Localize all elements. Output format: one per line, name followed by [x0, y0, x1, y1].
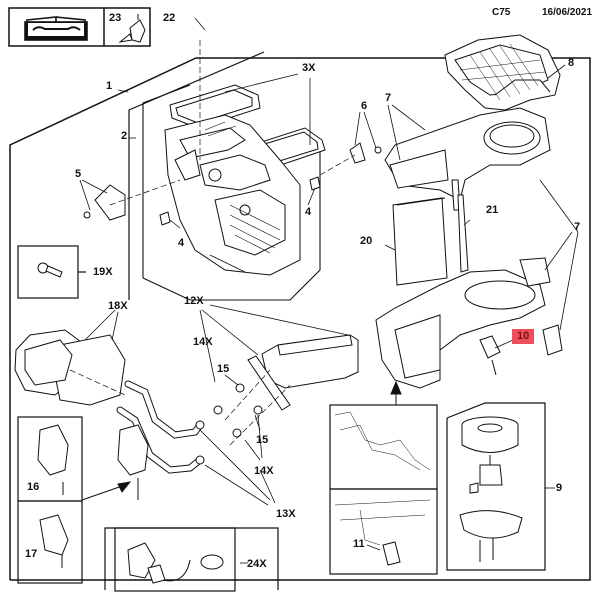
blower-cover: [444, 34, 561, 111]
callout-5[interactable]: 5: [75, 168, 82, 180]
diagram-date: 16/06/2021: [542, 7, 593, 18]
callout-8[interactable]: 8: [568, 57, 575, 69]
callout-14x-a[interactable]: 14X: [193, 336, 213, 348]
actuator-5: [94, 184, 126, 221]
callout-4b[interactable]: 4: [305, 206, 312, 218]
callout-16[interactable]: 16: [27, 481, 40, 493]
screw-19: [37, 262, 63, 278]
diagram-code: C75: [492, 7, 511, 18]
callout-20[interactable]: 20: [360, 235, 373, 247]
part-11: [382, 541, 401, 566]
callout-9[interactable]: 9: [556, 482, 563, 494]
hvac-housing: [164, 114, 301, 276]
callout-24x[interactable]: 24X: [247, 558, 267, 570]
callout-15a[interactable]: 15: [217, 363, 230, 375]
callout-7a[interactable]: 7: [385, 92, 392, 104]
pipe-seal: [14, 329, 126, 406]
callout-14x-b[interactable]: 14X: [254, 465, 274, 477]
actuator-6: [349, 142, 366, 164]
callout-19x[interactable]: 19X: [93, 266, 113, 278]
harness-kit: [127, 542, 224, 584]
callout-1[interactable]: 1: [106, 80, 113, 92]
callout-7b[interactable]: 7: [574, 221, 581, 233]
callout-3x[interactable]: 3X: [302, 62, 316, 74]
assembly-frame: [9, 57, 591, 581]
callout-21[interactable]: 21: [486, 204, 499, 216]
callout-6[interactable]: 6: [361, 100, 368, 112]
blower-motor: [459, 416, 523, 562]
callout-13x[interactable]: 13X: [276, 508, 296, 520]
blower-resistor: [479, 335, 501, 376]
callout-15b[interactable]: 15: [256, 434, 269, 446]
sealant-tube-icon: [118, 14, 146, 43]
filter-housing: [384, 107, 551, 211]
callout-11[interactable]: 11: [353, 538, 365, 550]
lower-housing: [375, 257, 563, 389]
book-wrench-icon: [24, 16, 88, 41]
cabin-filter: [392, 197, 448, 286]
filter-seal: [457, 194, 469, 273]
callout-12x[interactable]: 12X: [184, 295, 204, 307]
callout-2[interactable]: 2: [121, 130, 128, 142]
callout-4a[interactable]: 4: [178, 237, 185, 249]
legend-box: [8, 7, 151, 47]
callout-22[interactable]: 22: [163, 12, 176, 24]
callout-18x[interactable]: 18X: [108, 300, 128, 312]
callout-10-highlighted[interactable]: 10: [512, 329, 535, 344]
heater-core: [247, 334, 359, 411]
callout-17[interactable]: 17: [25, 548, 38, 560]
callout-23[interactable]: 23: [109, 12, 122, 24]
